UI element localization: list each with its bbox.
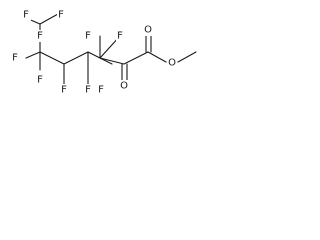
atom-label-f: F: [37, 31, 43, 42]
atom-label-f: F: [37, 75, 43, 86]
bond-c4-c3: [63, 51, 89, 65]
atom-label-f: F: [85, 85, 91, 96]
bond-cester-o: [147, 51, 167, 63]
atom-f-c3-left: F: [84, 84, 93, 96]
atom-label-f: F: [117, 31, 123, 42]
atom-o-ketone: O: [120, 80, 129, 92]
atom-f-c3-right: F: [97, 84, 106, 96]
atom-label-f: F: [12, 53, 18, 64]
atom-f-c2-right: F: [116, 30, 125, 42]
atom-f-c4-right: F: [60, 84, 69, 96]
atom-f-c4-left: F: [36, 74, 45, 86]
atom-label-f: F: [61, 85, 67, 96]
atom-label-f: F: [85, 31, 91, 42]
bond-ck-cester: [123, 51, 149, 65]
bond-c5-f-left: [25, 51, 41, 59]
bond-o-methyl: [177, 51, 197, 63]
bond-c5-c4: [39, 51, 65, 65]
atom-label-f: F: [58, 10, 64, 21]
atom-f-top-left: F: [22, 9, 31, 21]
atom-label-o: O: [144, 25, 152, 36]
atom-f-top-right: F: [57, 9, 66, 21]
atom-o-ester: O: [167, 57, 177, 69]
atom-o-carbonyl: O: [144, 24, 153, 36]
atom-label-layer: F F F F F F F F: [11, 9, 177, 96]
bond-c6-f-right: [39, 13, 59, 25]
atom-label-o: O: [168, 58, 176, 69]
atom-f-c5-upper: F: [36, 30, 45, 42]
atom-f-left-end: F: [11, 52, 20, 64]
bond-layer: [25, 13, 197, 85]
chemical-structure-diagram: F F F F F F F F: [11, 9, 197, 96]
atom-label-f: F: [98, 85, 104, 96]
atom-label-f: F: [23, 10, 29, 21]
bond-c2-ck: [99, 57, 125, 65]
atom-f-c2-upper: F: [84, 30, 93, 42]
atom-label-o: O: [120, 81, 128, 92]
